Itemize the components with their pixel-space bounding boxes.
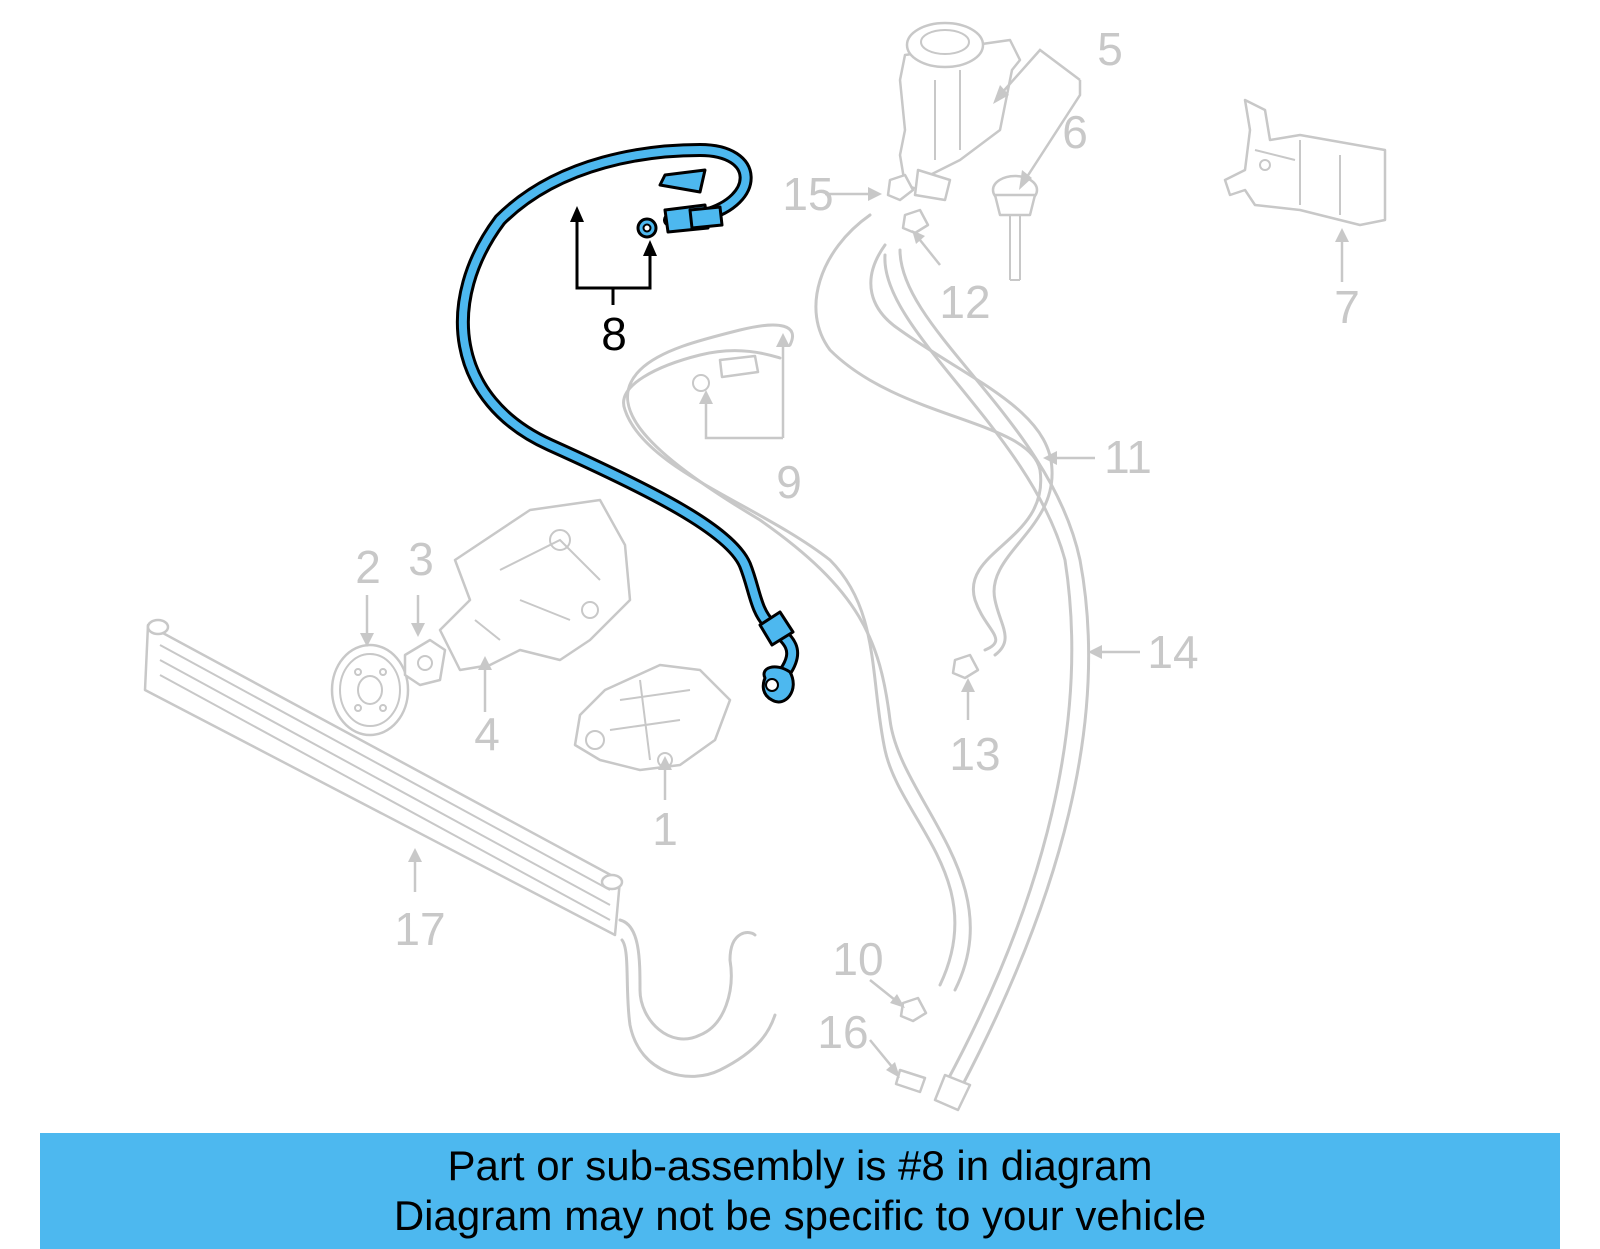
- label-3[interactable]: 3: [408, 533, 434, 585]
- housing-part-4: [438, 498, 632, 672]
- clip-part-16: [894, 1068, 927, 1094]
- label-4[interactable]: 4: [474, 708, 500, 760]
- label-8[interactable]: 8: [601, 308, 627, 360]
- label-9[interactable]: 9: [776, 456, 802, 508]
- clamp-part-13: [951, 653, 980, 680]
- label-15[interactable]: 15: [782, 168, 833, 220]
- label-10[interactable]: 10: [832, 933, 883, 985]
- pump-part-1: [573, 663, 732, 772]
- label-17[interactable]: 17: [394, 903, 445, 955]
- clamp-part-15: [886, 173, 915, 202]
- label-12[interactable]: 12: [939, 276, 990, 328]
- grey-leaders: [360, 48, 1349, 1078]
- label-2[interactable]: 2: [355, 541, 381, 593]
- label-11[interactable]: 11: [1104, 431, 1152, 483]
- reservoir-part-5: [898, 21, 1022, 202]
- part-8-leader: [570, 206, 657, 305]
- label-5[interactable]: 5: [1097, 23, 1123, 75]
- label-14[interactable]: 14: [1147, 626, 1198, 678]
- pulley-part-2: [330, 643, 410, 737]
- clamp-part-12: [901, 208, 930, 235]
- hose-part-14: [883, 248, 1091, 1112]
- bracket-part-7: [1223, 98, 1387, 227]
- cap-part-6: [991, 174, 1039, 281]
- cooler-part-17: [143, 618, 777, 1078]
- label-6[interactable]: 6: [1062, 106, 1088, 158]
- part-number-labels: 1 2 3 4 5 6 7 8 9 10 11 12 13 14 15 16 1…: [355, 23, 1360, 1058]
- info-banner: Part or sub-assembly is #8 in diagram Di…: [40, 1133, 1560, 1249]
- label-7[interactable]: 7: [1334, 281, 1360, 333]
- banner-line-1: Part or sub-assembly is #8 in diagram: [447, 1142, 1153, 1189]
- label-13[interactable]: 13: [949, 728, 1000, 780]
- label-1[interactable]: 1: [652, 803, 678, 855]
- hose-part-9: [622, 323, 972, 992]
- clamp-part-10: [899, 996, 928, 1023]
- hose-part-8-highlighted[interactable]: [455, 143, 800, 704]
- banner-line-2: Diagram may not be specific to your vehi…: [393, 1192, 1207, 1239]
- gasket-part-3: [403, 638, 447, 687]
- label-16[interactable]: 16: [817, 1006, 868, 1058]
